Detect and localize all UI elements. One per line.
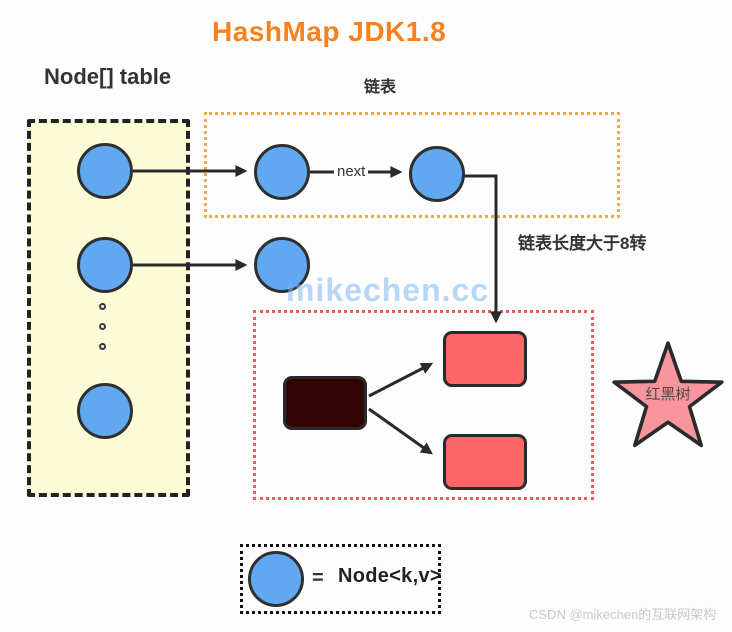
ellipsis-dot-2 <box>99 323 106 330</box>
red-black-tree-label: 红黑树 <box>645 386 691 403</box>
tree-black-node <box>283 376 367 430</box>
table-node-2 <box>77 237 133 293</box>
linked-list-label: 链表 <box>364 79 397 96</box>
legend-box <box>240 544 441 614</box>
ellipsis-dot-1 <box>99 303 106 310</box>
star-shape <box>612 341 724 448</box>
table-node-1 <box>77 143 133 199</box>
linked-list-box <box>204 112 620 218</box>
tree-red-node-top <box>443 331 527 387</box>
row2-list-node <box>254 237 310 293</box>
legend-node-circle <box>248 551 304 607</box>
star-polygon <box>612 341 724 448</box>
next-pointer-label: next <box>334 163 369 180</box>
diagram-title: HashMap JDK1.8 <box>212 16 447 47</box>
convert-threshold-label: 链表长度大于8转 <box>518 234 647 253</box>
watermark-csdn: CSDN @mikechen的互联网架构 <box>529 607 717 622</box>
watermark-mikechen: mikechen.cc <box>286 272 490 308</box>
table-node-3 <box>77 383 133 439</box>
tree-red-node-bottom <box>443 434 527 490</box>
list-node-1 <box>254 144 310 200</box>
list-node-2 <box>409 146 465 202</box>
node-table-label: Node[] table <box>44 64 172 89</box>
legend-equals-sign: = <box>312 567 324 589</box>
legend-node-type-label: Node<k,v> <box>338 565 442 587</box>
red-black-tree-box <box>253 310 594 500</box>
ellipsis-dot-3 <box>99 343 106 350</box>
